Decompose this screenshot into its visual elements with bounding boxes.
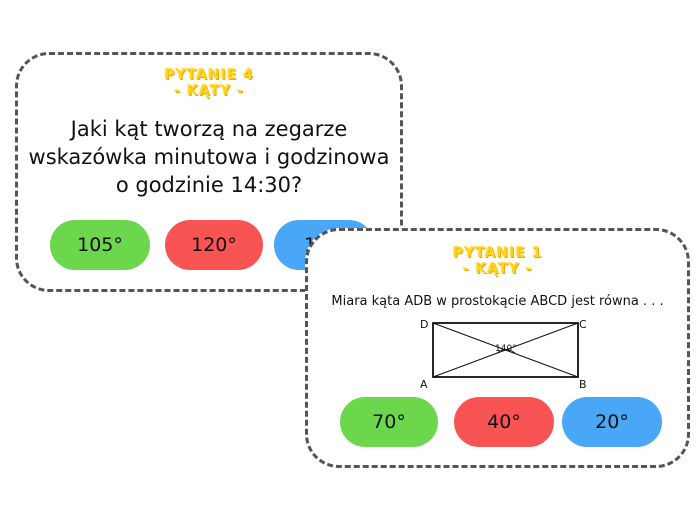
answer-button-40[interactable]: 40° (454, 397, 554, 447)
question-card-1: PYTANIE 1 - KĄTY - Miara kąta ADB w pros… (305, 228, 690, 468)
card-title: PYTANIE 1 - KĄTY - (308, 245, 687, 277)
angle-label: 140° (495, 344, 517, 354)
question-line: wskazówka minutowa i godzinowa (28, 145, 390, 169)
vertex-label-d: D (420, 318, 428, 331)
card-title-number: PYTANIE 1 (452, 245, 543, 261)
question-text: Jaki kąt tworzą na zegarze wskazówka min… (18, 115, 400, 199)
rectangle-diagram: D C A B 140° (420, 318, 587, 391)
answer-button-20[interactable]: 20° (562, 397, 662, 447)
vertex-label-a: A (420, 378, 428, 391)
vertex-label-c: C (579, 318, 587, 331)
angle-arc (496, 349, 516, 354)
vertex-label-b: B (579, 378, 587, 391)
question-line: Jaki kąt tworzą na zegarze (70, 117, 348, 141)
rectangle-abcd (432, 322, 579, 378)
card-title-number: PYTANIE 4 (164, 67, 254, 83)
question-card-4: PYTANIE 4 - KĄTY - Jaki kąt tworzą na ze… (15, 52, 403, 292)
answer-button-105[interactable]: 105° (50, 220, 150, 270)
diagonal-ac (432, 322, 579, 378)
card-title: PYTANIE 4 - KĄTY - (18, 67, 400, 99)
answer-button-70[interactable]: 70° (340, 397, 438, 447)
question-text: Miara kąta ADB w prostokącie ABCD jest r… (331, 294, 664, 309)
card-title-topic: - KĄTY - (174, 83, 244, 99)
answer-button-120[interactable]: 120° (165, 220, 263, 270)
question-line: o godzinie 14:30? (115, 173, 303, 197)
card-title-topic: - KĄTY - (462, 261, 533, 277)
